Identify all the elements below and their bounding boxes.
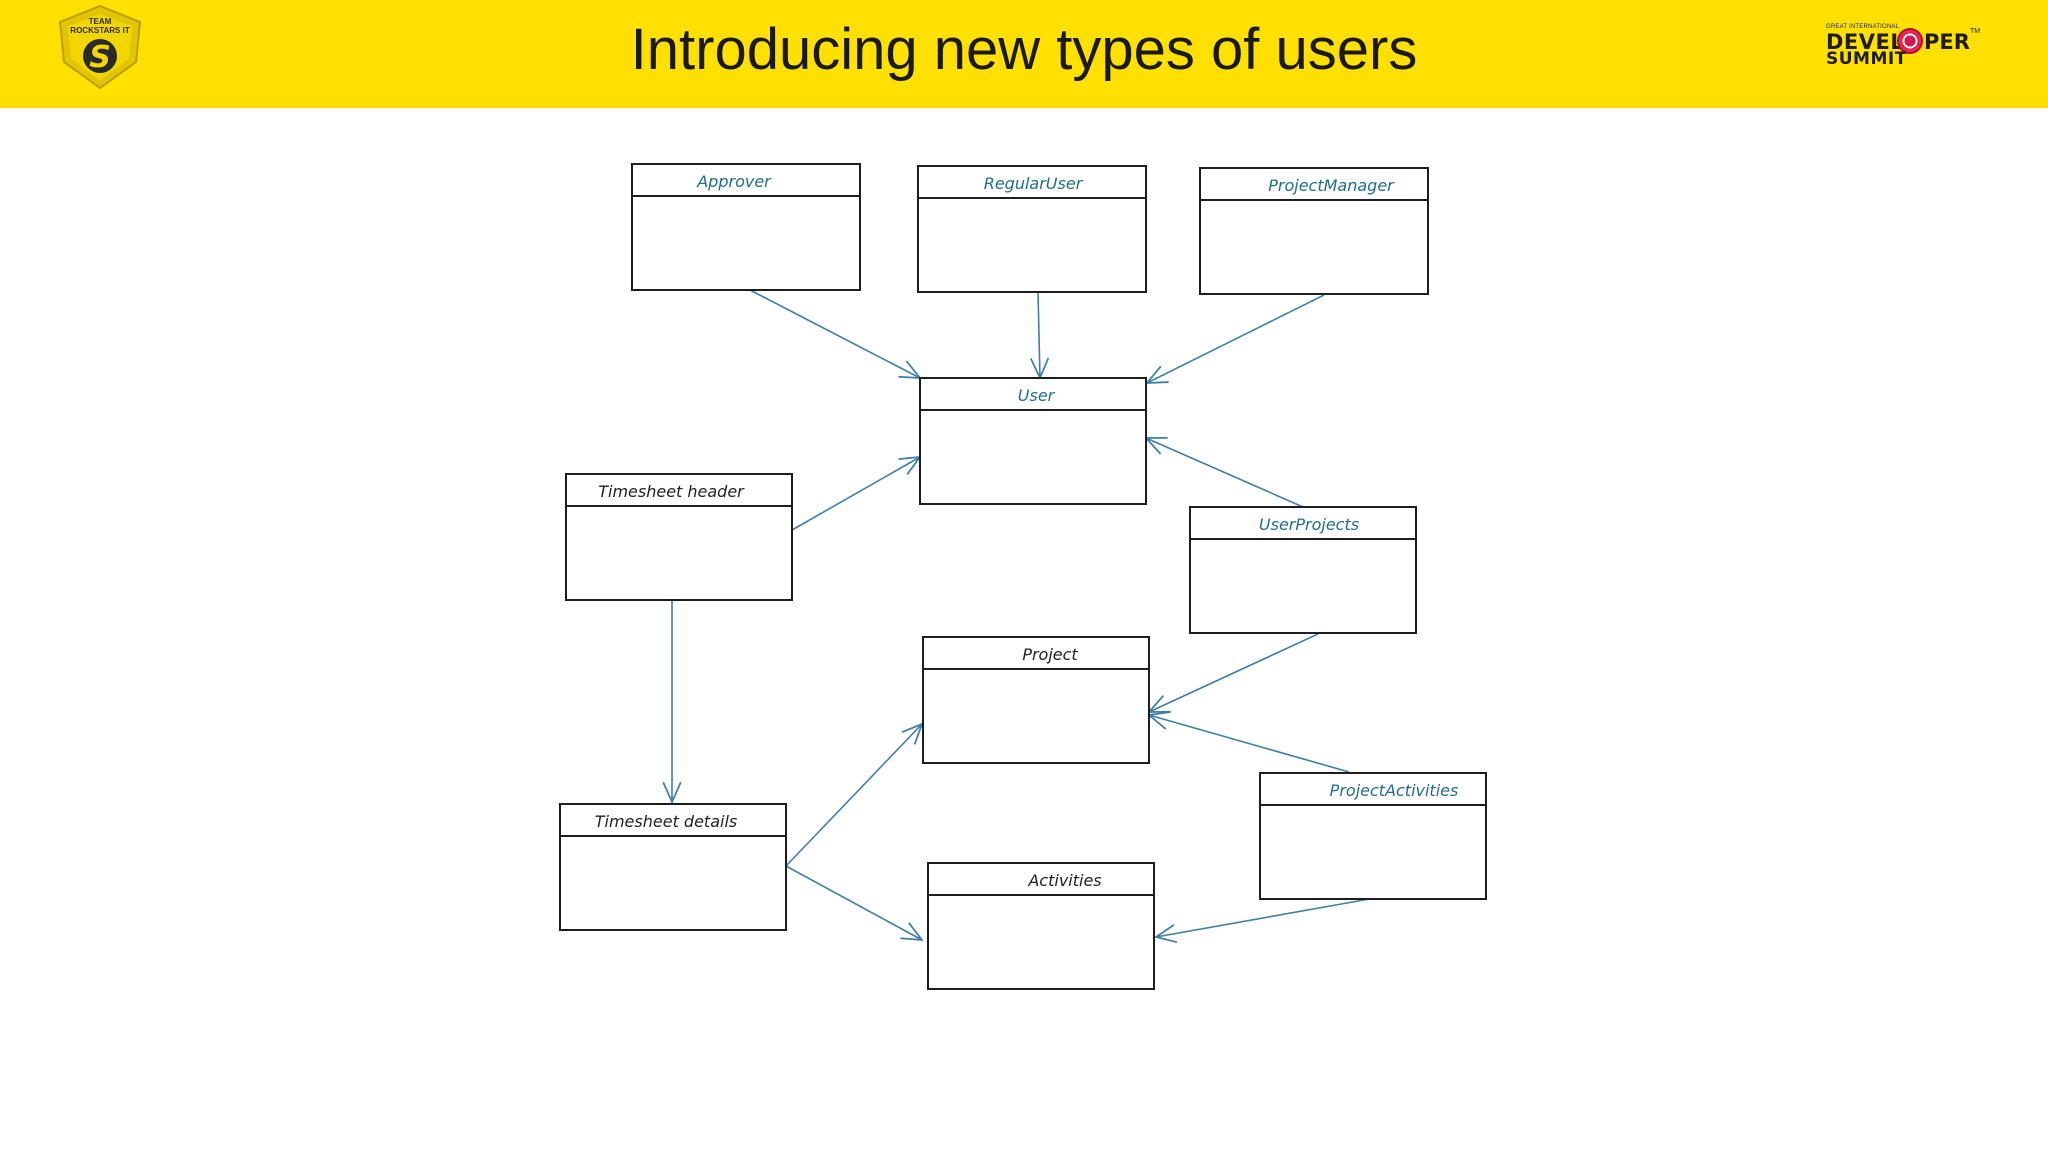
class-box-outline bbox=[1189, 506, 1417, 634]
class-box-label: UserProjects bbox=[1259, 515, 1359, 534]
class-box-projectactivities: ProjectActivities bbox=[1259, 772, 1487, 900]
slide-header bbox=[0, 0, 2048, 108]
class-box-outline bbox=[1199, 167, 1429, 295]
arrow-projectactivities-to-activities bbox=[1156, 897, 1376, 937]
class-box-outline bbox=[922, 636, 1150, 764]
class-box-label: Approver bbox=[696, 172, 772, 191]
class-box-project: Project bbox=[922, 636, 1150, 764]
class-box-label: Timesheet header bbox=[598, 482, 745, 501]
class-box-regularuser: RegularUser bbox=[917, 165, 1147, 293]
class-box-label: ProjectManager bbox=[1268, 176, 1395, 195]
logo-small-text: GREAT INTERNATIONAL bbox=[1826, 24, 1900, 30]
logo-line1: TEAM bbox=[89, 17, 112, 26]
class-box-projectmanager: ProjectManager bbox=[1199, 167, 1429, 295]
class-box-outline bbox=[565, 473, 793, 601]
class-box-outline bbox=[1259, 772, 1487, 900]
arrow-timesheet-details-to-activities bbox=[785, 865, 922, 940]
arrow-projectmanager-to-user bbox=[1147, 294, 1325, 383]
class-box-userprojects: UserProjects bbox=[1189, 506, 1417, 634]
class-box-user: User bbox=[919, 377, 1147, 505]
class-box-outline bbox=[559, 803, 787, 931]
logo-word2: SUMMIT bbox=[1826, 49, 1907, 69]
arrow-timesheet-details-to-project bbox=[785, 724, 922, 867]
class-box-outline bbox=[919, 377, 1147, 505]
team-rockstars-logo: TEAM ROCKSTARS IT S bbox=[50, 4, 150, 90]
class-box-outline bbox=[917, 165, 1147, 293]
class-box-label: Project bbox=[1022, 645, 1078, 664]
class-box-timesheet-details: Timesheet details bbox=[559, 803, 787, 931]
class-box-timesheet-header: Timesheet header bbox=[565, 473, 793, 601]
class-box-outline bbox=[631, 163, 861, 291]
arrow-regularuser-to-user bbox=[1038, 291, 1040, 378]
logo-line2: ROCKSTARS IT bbox=[70, 26, 130, 35]
class-box-label: User bbox=[1018, 386, 1056, 405]
class-box-outline bbox=[927, 862, 1155, 990]
arrow-approver-to-user bbox=[749, 289, 920, 378]
logo-tm: TM bbox=[1970, 28, 1981, 35]
developer-summit-logo: GREAT INTERNATIONAL DEVEL PER SUMMIT TM bbox=[1820, 22, 1980, 72]
class-box-label: ProjectActivities bbox=[1330, 781, 1459, 800]
arrow-userprojects-to-user bbox=[1146, 438, 1304, 508]
logo-word1b: PER bbox=[1924, 30, 1970, 54]
class-box-label: Activities bbox=[1027, 871, 1101, 890]
class-box-label: RegularUser bbox=[984, 174, 1084, 193]
logo-glyph: S bbox=[89, 40, 111, 75]
logo-word1a: DEVEL bbox=[1826, 30, 1905, 54]
class-box-activities: Activities bbox=[927, 862, 1155, 990]
class-box-approver: Approver bbox=[631, 163, 861, 291]
target-icon bbox=[1897, 28, 1923, 54]
class-box-label: Timesheet details bbox=[595, 812, 737, 831]
arrow-userprojects-to-project bbox=[1149, 633, 1319, 712]
arrow-timesheet-header-to-user bbox=[791, 457, 920, 531]
slide-title: Introducing new types of users bbox=[630, 17, 1418, 82]
arrow-projectactivities-to-project bbox=[1149, 715, 1350, 773]
